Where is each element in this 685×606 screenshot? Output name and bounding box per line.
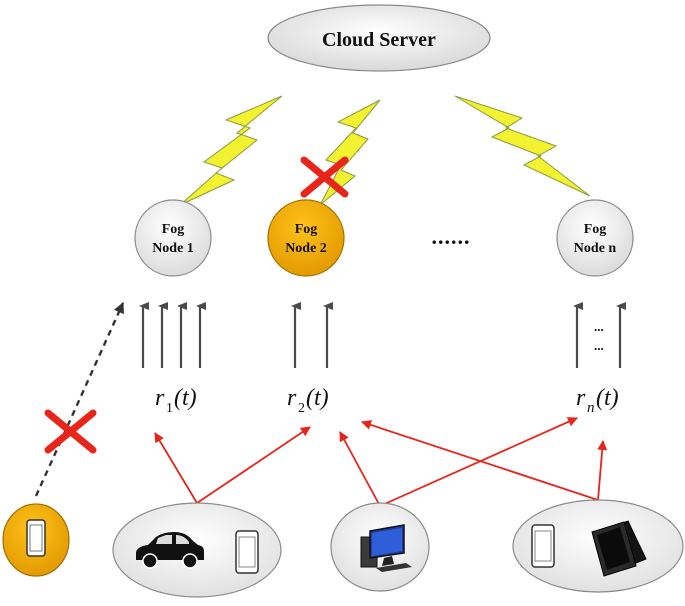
cloud-server-label: Cloud Server (322, 29, 436, 51)
smartphone-icon (531, 524, 555, 568)
queue-label-1-r: r (155, 385, 165, 411)
queue-label-2-t: (t) (306, 385, 329, 411)
isolated-device (2, 503, 70, 577)
queue-n-dots-2: ... (594, 338, 604, 353)
queue-arrows-node-n (573, 302, 626, 368)
queue-label-n-sub: n (587, 400, 595, 416)
nodes-ellipsis: ...... (432, 224, 471, 249)
failure-x-icon (300, 156, 349, 198)
lightning-icon (179, 95, 283, 206)
queue-label-n-t: (t) (596, 385, 619, 411)
fog-node-n-line2: Node n (574, 241, 617, 256)
failure-x-icon (44, 409, 97, 454)
fog-node-2-line1: Fog (295, 222, 318, 237)
fog-node-1-line1: Fog (162, 222, 185, 237)
wireless-link-2 (319, 99, 381, 206)
queue-arrows-node-2 (291, 302, 333, 368)
wireless-link-1 (179, 95, 283, 206)
cloud-server: Cloud Server (267, 4, 491, 72)
tablet-icon (591, 520, 647, 577)
smartphone-icon (235, 530, 259, 574)
queue-label-2-sub: 2 (298, 401, 305, 416)
fog-node-1-line2: Node 1 (152, 241, 194, 256)
queue-label-1-sub: 1 (166, 401, 173, 416)
lightning-icon (454, 95, 591, 197)
queue-label-2: r 2 (t) (287, 385, 329, 416)
fog-node-n-line1: Fog (584, 222, 607, 237)
queue-label-2-r: r (287, 385, 297, 411)
fog-node-2-line2: Node 2 (285, 241, 327, 256)
failed-offload-arrow (34, 301, 125, 497)
desktop-computer-icon (360, 524, 412, 572)
device-group-car-phone (112, 502, 282, 598)
device-group-phone-tablet (512, 499, 684, 593)
fog-node-2: Fog Node 2 (267, 199, 345, 277)
wireless-link-n (454, 95, 591, 197)
queue-n-dots-1: ... (594, 319, 604, 334)
queue-label-1: r 1 (t) (155, 385, 197, 416)
queue-label-n: r n (t) (576, 385, 619, 416)
car-icon (136, 532, 204, 569)
queue-label-n-r: r (576, 385, 586, 411)
queue-arrows-node-1 (139, 302, 206, 368)
device-group-desktop (330, 502, 430, 592)
lightning-icon (319, 99, 381, 206)
fog-node-n: Fog Node n (556, 199, 634, 277)
smartphone-icon (26, 519, 46, 557)
queue-label-1-t: (t) (174, 385, 197, 411)
fog-node-1: Fog Node 1 (134, 199, 212, 277)
offload-arrows (154, 417, 608, 507)
